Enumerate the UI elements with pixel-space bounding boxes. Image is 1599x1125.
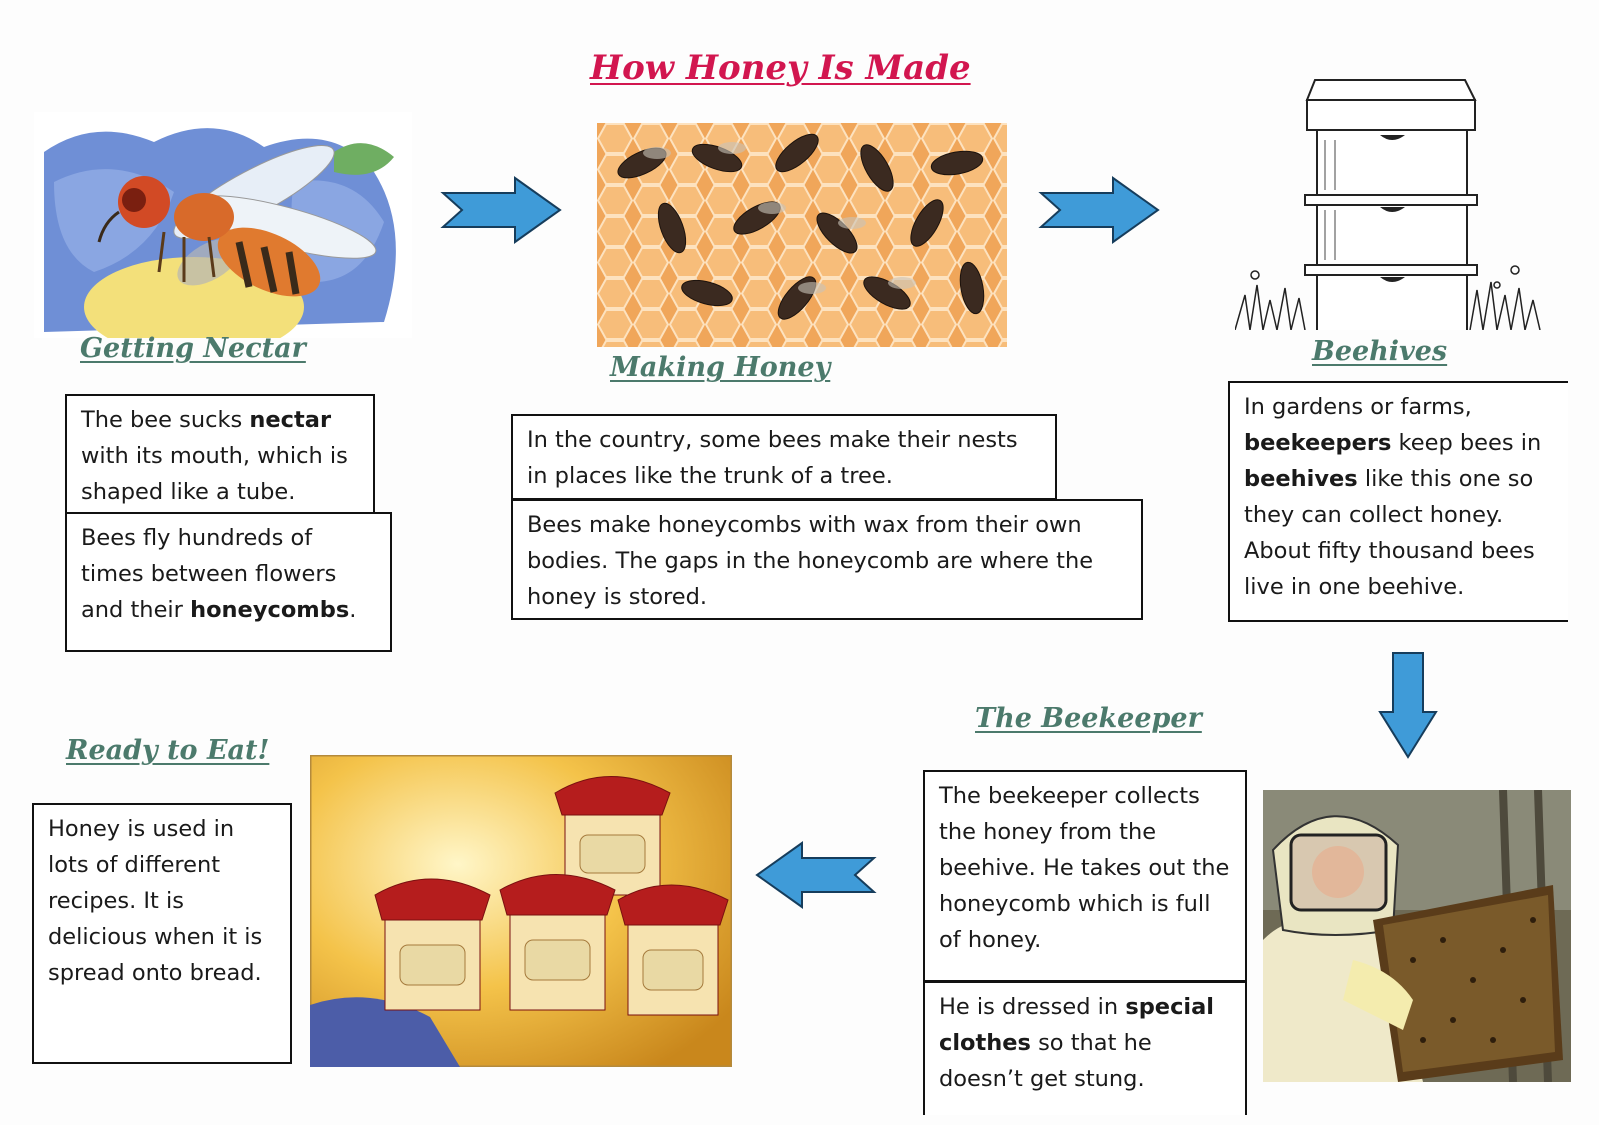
beehives-keyword: beehives [1244, 466, 1358, 492]
special-clothes-keyword: special clothes [939, 994, 1215, 1056]
beehives-text-a: In gardens or farms, [1244, 394, 1472, 420]
beekeeper-text-1: The beekeeper collects the honey from th… [939, 783, 1230, 953]
heading-the-beekeeper: The Beekeeper [975, 703, 1202, 734]
honeycomb-bees-photo [597, 123, 1007, 347]
heading-beehives: Beehives [1312, 336, 1448, 367]
ready-text-box: Honey is used in lots of different recip… [32, 803, 292, 1064]
bee-on-flower-illustration [34, 112, 412, 338]
beehive-illustration [1235, 60, 1545, 330]
nectar-text-box-2: Bees fly hundreds of times between flowe… [65, 512, 392, 652]
down-arrow-icon [1378, 650, 1438, 760]
ready-text: Honey is used in lots of different recip… [48, 816, 263, 986]
beehives-text-c: like this one so they can collect honey.… [1244, 466, 1535, 600]
making-text-box-2: Bees make honeycombs with wax from their… [511, 499, 1143, 620]
making-text-box-1: In the country, some bees make their nes… [511, 414, 1057, 500]
beekeeper-text-box-1: The beekeeper collects the honey from th… [923, 770, 1247, 982]
heading-making-honey: Making Honey [610, 352, 831, 383]
nectar-text-2b: . [349, 597, 357, 623]
honey-jars-photo [310, 755, 732, 1067]
beekeeper-text-2b: so that he doesn’t get stung. [939, 1030, 1152, 1092]
making-text-2: Bees make honeycombs with wax from their… [527, 512, 1094, 610]
heading-getting-nectar: Getting Nectar [80, 333, 306, 364]
beehives-text-box: In gardens or farms, beekeepers keep bee… [1228, 381, 1568, 622]
beekeepers-keyword: beekeepers [1244, 430, 1392, 456]
beekeeper-text-2a: He is dressed in [939, 994, 1126, 1020]
nectar-text-1a: The bee sucks [81, 407, 250, 433]
honeycombs-keyword: honeycombs [190, 597, 350, 623]
beekeeper-text-box-2: He is dressed in special clothes so that… [923, 981, 1247, 1115]
right-arrow-icon [440, 175, 565, 245]
nectar-text-box-1: The bee sucks nectar with its mouth, whi… [65, 394, 375, 514]
making-text-1: In the country, some bees make their nes… [527, 427, 1018, 489]
left-arrow-icon [752, 840, 877, 910]
nectar-keyword: nectar [249, 407, 332, 433]
beekeeper-photo [1263, 790, 1571, 1082]
nectar-text-1b: with its mouth, which is shaped like a t… [81, 443, 348, 505]
page-title: How Honey Is Made [590, 48, 971, 88]
right-arrow-icon [1038, 175, 1163, 245]
heading-ready-to-eat: Ready to Eat! [66, 735, 270, 766]
beehives-text-b: keep bees in [1391, 430, 1542, 456]
nectar-text-2a: Bees fly hundreds of times between flowe… [81, 525, 337, 623]
